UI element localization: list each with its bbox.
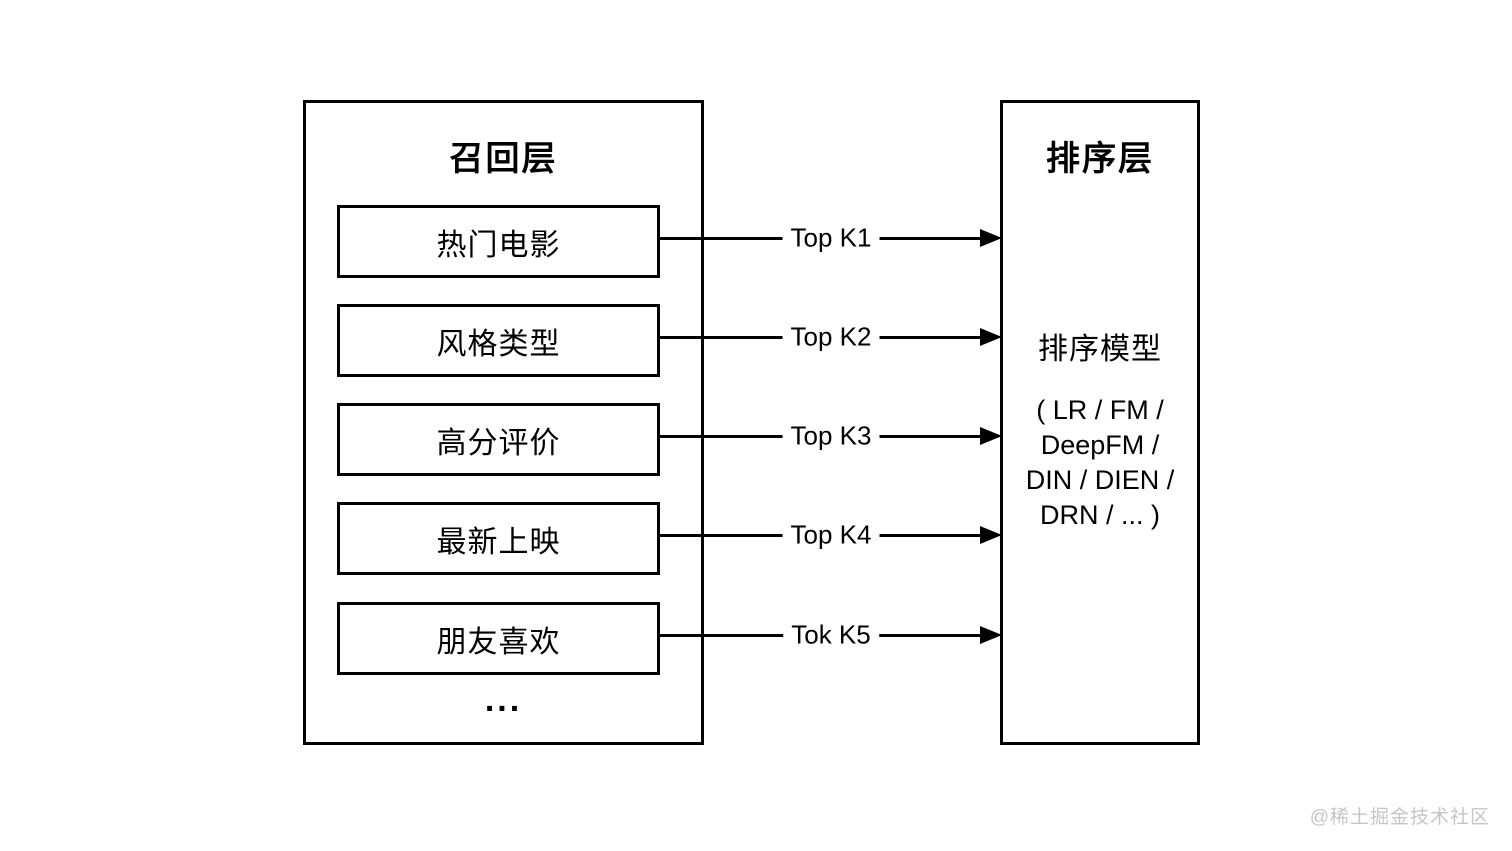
arrow-label-topk1: Top K1 xyxy=(782,222,880,254)
recall-node-genre-type: 风格类型 xyxy=(337,304,660,377)
arrow-label-topk2: Top K2 xyxy=(782,321,880,353)
arrowhead-right-icon xyxy=(980,526,1002,544)
ranking-layer-title: 排序层 xyxy=(1046,140,1154,178)
recall-node-hot-movies: 热门电影 xyxy=(337,205,660,278)
recall-layer-title: 召回层 xyxy=(449,140,558,178)
recall-layer-box: 召回层 热门电影 风格类型 高分评价 最新上映 朋友喜欢 ... xyxy=(303,100,704,745)
watermark-text: @稀土掘金技术社区 xyxy=(1309,807,1490,828)
recall-node-high-rating: 高分评价 xyxy=(337,403,660,476)
recall-more-ellipsis: ... xyxy=(484,681,523,719)
arrow-label-topk4: Top K4 xyxy=(782,519,880,551)
ranking-model-title: 排序模型 xyxy=(1038,333,1162,366)
recall-node-friends-like: 朋友喜欢 xyxy=(337,602,660,675)
ranking-model-line: ( LR / FM / xyxy=(1036,395,1164,425)
arrowhead-right-icon xyxy=(980,328,1002,346)
ranking-model-line: DIN / DIEN / xyxy=(1025,465,1175,495)
arrowhead-right-icon xyxy=(980,229,1002,247)
arrow-label-tokk5: Tok K5 xyxy=(783,619,879,651)
ranking-model-line: DeepFM / xyxy=(1040,430,1160,460)
recall-node-latest-release: 最新上映 xyxy=(337,502,660,575)
ranking-layer-box: 排序层 排序模型 ( LR / FM / DeepFM / DIN / DIEN… xyxy=(1000,100,1200,745)
ranking-model-line: DRN / ... ) xyxy=(1040,500,1160,530)
arrowhead-right-icon xyxy=(980,626,1002,644)
arrowhead-right-icon xyxy=(980,427,1002,445)
arrow-label-topk3: Top K3 xyxy=(782,420,880,452)
ranking-model-list: ( LR / FM / DeepFM / DIN / DIEN / DRN / … xyxy=(1003,393,1197,533)
